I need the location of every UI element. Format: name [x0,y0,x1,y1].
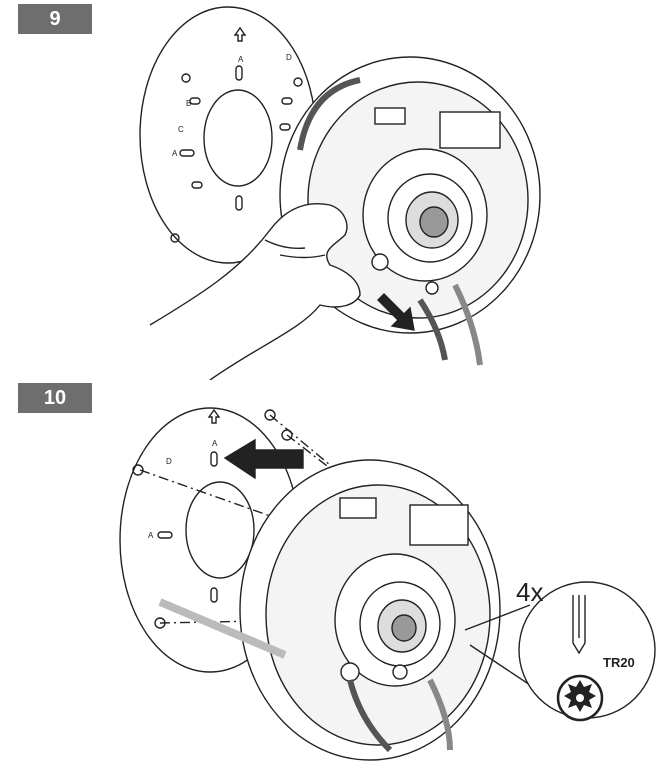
plate-letter: D [166,457,172,466]
step-number-badge: 10 [18,383,92,413]
step-10-diagram: A A D [119,407,656,761]
step-9-diagram: A A B C D [139,6,541,380]
camera-body [158,459,501,761]
torx-size-label: TR20 [603,655,635,670]
torx-icon [556,674,604,722]
plate-letter: A [172,149,178,158]
step-number-badge: 9 [18,4,92,34]
plate-letter: A [238,55,244,64]
arrow-icon [377,293,415,331]
plate-letter: A [148,531,154,540]
plate-letter: D [286,53,292,62]
plate-letter: A [212,439,218,448]
screwdriver-callout [464,581,656,722]
camera-body [279,56,541,366]
plate-letter: C [178,125,184,134]
arrow-icon [223,438,304,480]
hand-illustration [149,203,361,380]
quantity-label: 4x [516,577,544,607]
step-number: 9 [49,7,61,30]
step-number: 10 [43,386,67,409]
plate-letter: B [186,99,191,108]
